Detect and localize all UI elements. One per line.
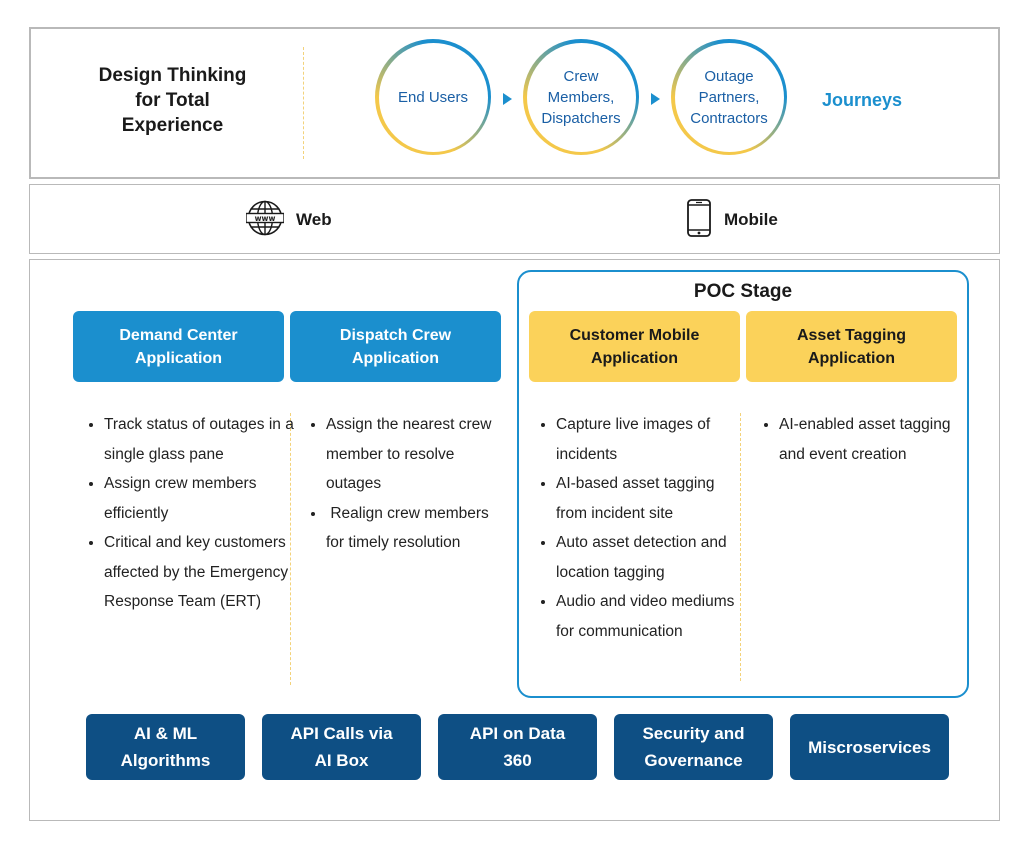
foundation-label: API on Data xyxy=(469,724,566,743)
poc-stage-title: POC Stage xyxy=(693,281,793,302)
title-line: Experience xyxy=(121,115,224,136)
poc-stage-box xyxy=(517,270,969,698)
app-title-line: Application xyxy=(590,349,679,367)
app-header-demand-center: Demand Center Application xyxy=(73,311,284,382)
journey-label: Contractors xyxy=(690,109,768,127)
journey-label: Dispatchers xyxy=(541,109,621,127)
app-header-dispatch-crew: Dispatch Crew Application xyxy=(290,311,501,382)
arrow-right-icon xyxy=(503,93,512,105)
foundation-api-data-360: API on Data 360 xyxy=(438,714,597,780)
list-item: Capture live images of incidents xyxy=(556,410,746,469)
list-item: Track status of outages in a single glas… xyxy=(104,410,299,469)
journey-label: Crew xyxy=(563,67,599,85)
list-item: Assign the nearest crew member to resolv… xyxy=(326,410,504,499)
asset-tagging-features: AI-enabled asset tagging and event creat… xyxy=(761,410,954,469)
journey-label: Outage xyxy=(704,67,754,85)
foundation-microservices: Miscroservices xyxy=(790,714,949,780)
journey-circle-end-users: End Users xyxy=(375,39,491,155)
channels-panel xyxy=(29,184,1000,254)
channel-mobile: Mobile xyxy=(686,198,778,238)
list-item: Realign crew members for timely resoluti… xyxy=(326,499,504,558)
list-item: AI-enabled asset tagging and event creat… xyxy=(779,410,954,469)
app-header-asset-tagging: Asset Tagging Application xyxy=(746,311,957,382)
app-title-line: Customer Mobile xyxy=(569,326,700,344)
journey-label: Members, xyxy=(547,88,615,106)
foundation-label: Miscroservices xyxy=(808,737,931,757)
foundation-label: AI Box xyxy=(314,751,369,770)
design-thinking-title: Design Thinking for Total Experience xyxy=(75,63,270,138)
app-title-line: Demand Center xyxy=(119,326,238,344)
list-item: Auto asset detection and location taggin… xyxy=(556,528,746,587)
journey-circle-crew: Crew Members, Dispatchers xyxy=(523,39,639,155)
journeys-label: Journeys xyxy=(822,90,903,110)
list-item: Critical and key customers affected by t… xyxy=(104,528,299,617)
foundation-ai-ml: AI & ML Algorithms xyxy=(86,714,245,780)
globe-www-icon: www xyxy=(245,200,285,241)
channel-label: Mobile xyxy=(724,210,778,229)
foundation-label: Algorithms xyxy=(120,751,211,770)
foundation-security: Security and Governance xyxy=(614,714,773,780)
app-title-line: Asset Tagging xyxy=(796,326,907,344)
title-line: for Total xyxy=(135,90,210,111)
app-title-line: Application xyxy=(807,349,896,367)
column-divider xyxy=(290,413,291,685)
foundation-label: 360 xyxy=(503,751,532,770)
svg-text:www: www xyxy=(255,214,276,223)
channel-label: Web xyxy=(296,210,332,229)
app-title-line: Application xyxy=(134,349,223,367)
dispatch-crew-features: Assign the nearest crew member to resolv… xyxy=(308,410,504,558)
list-item: AI-based asset tagging from incident sit… xyxy=(556,469,746,528)
arrow-right-icon xyxy=(651,93,660,105)
journey-label: Partners, xyxy=(698,88,760,106)
demand-center-features: Track status of outages in a single glas… xyxy=(86,410,299,617)
app-header-customer-mobile: Customer Mobile Application xyxy=(529,311,740,382)
journey-circle-partners: Outage Partners, Contractors xyxy=(671,39,787,155)
list-item: Assign crew members efficiently xyxy=(104,469,299,528)
foundation-label: API Calls via xyxy=(290,724,393,743)
app-title-line: Application xyxy=(351,349,440,367)
column-divider xyxy=(740,413,741,681)
customer-mobile-features: Capture live images of incidents AI-base… xyxy=(538,410,746,646)
app-title-line: Dispatch Crew xyxy=(339,326,452,344)
foundation-api-calls: API Calls via AI Box xyxy=(262,714,421,780)
header-divider xyxy=(303,47,304,159)
journey-label: End Users xyxy=(397,88,469,106)
smartphone-icon xyxy=(686,198,712,242)
foundation-label: Governance xyxy=(644,751,743,770)
title-line: Design Thinking xyxy=(98,65,247,86)
journeys-panel xyxy=(29,27,1000,179)
foundation-label: AI & ML xyxy=(133,724,198,743)
list-item: Audio and video mediums for communicatio… xyxy=(556,587,746,646)
foundation-label: Security and xyxy=(642,724,745,743)
channel-web: www Web xyxy=(245,200,332,241)
